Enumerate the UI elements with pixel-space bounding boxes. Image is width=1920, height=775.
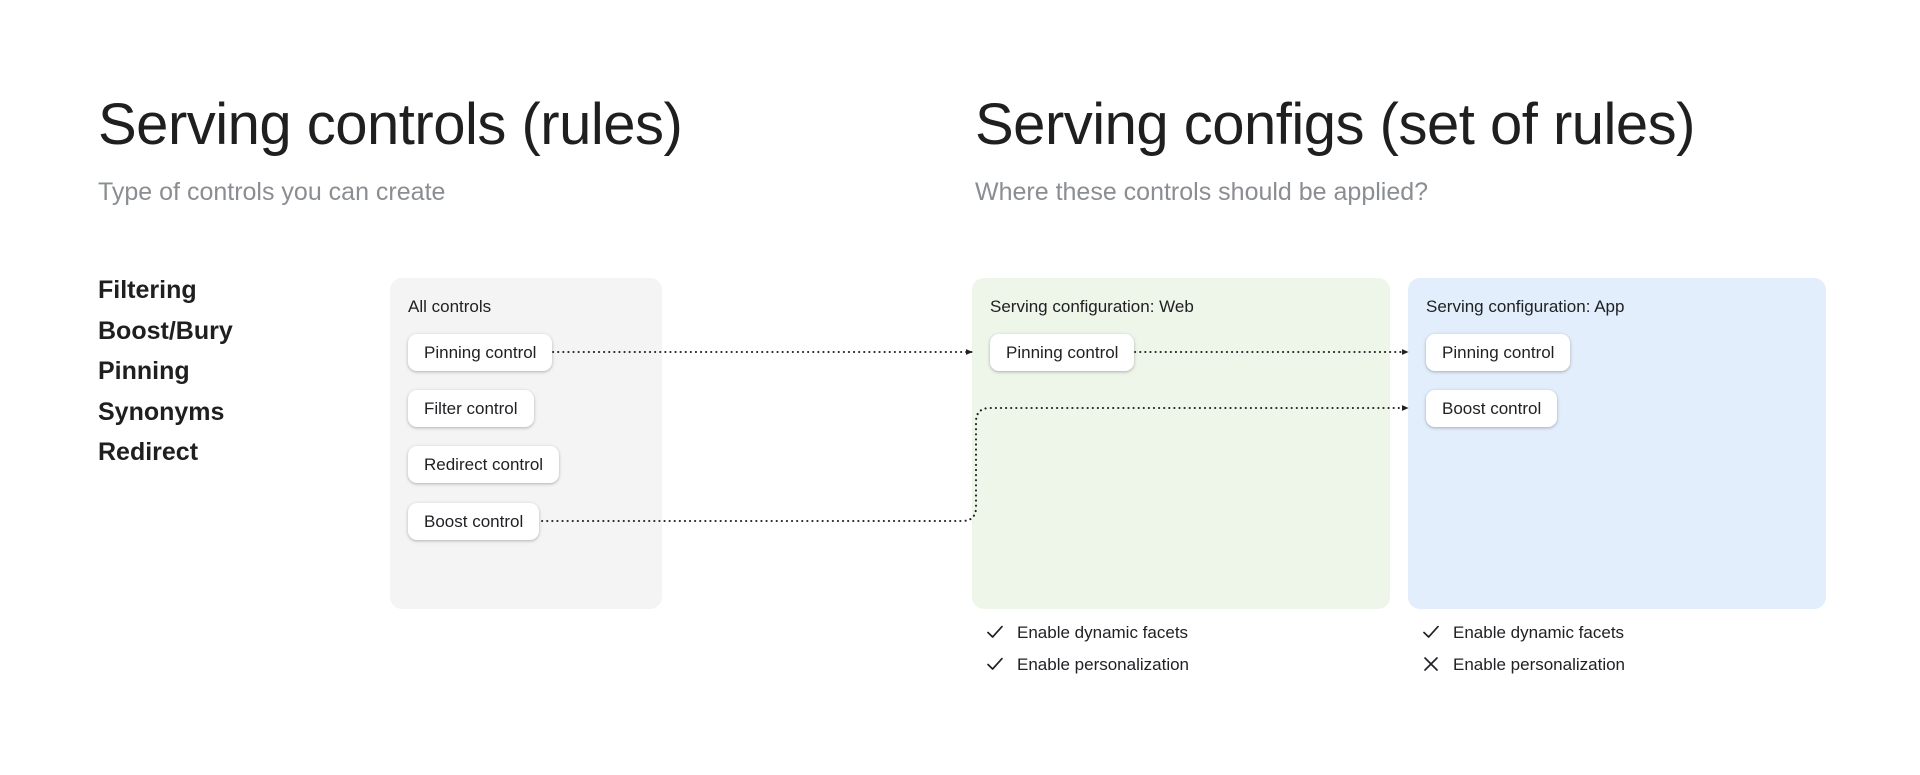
check-icon bbox=[985, 622, 1005, 642]
check-icon bbox=[985, 654, 1005, 674]
control-type-item: Boost/Bury bbox=[98, 316, 233, 345]
panel-all-controls: All controls bbox=[390, 278, 662, 609]
chip-web-pinning-control[interactable]: Pinning control bbox=[990, 334, 1135, 371]
control-type-list: Filtering Boost/Bury Pinning Synonyms Re… bbox=[98, 270, 358, 473]
panel-all-controls-label: All controls bbox=[408, 297, 492, 316]
chip-all-filter-control[interactable]: Filter control bbox=[408, 390, 534, 427]
panel-serving-config-web: Serving configuration: Web bbox=[972, 278, 1390, 609]
panel-serving-config-web-label: Serving configuration: Web bbox=[990, 297, 1194, 316]
close-icon bbox=[1421, 654, 1441, 674]
check-icon bbox=[1421, 622, 1441, 642]
option-row-app-dynamic-facets[interactable]: Enable dynamic facets bbox=[1421, 622, 1624, 642]
option-label: Enable personalization bbox=[1453, 654, 1626, 674]
panel-serving-config-app: Serving configuration: App bbox=[1408, 278, 1826, 609]
option-label: Enable dynamic facets bbox=[1017, 622, 1189, 642]
control-type-item: Redirect bbox=[98, 438, 199, 466]
option-label: Enable personalization bbox=[1017, 654, 1190, 674]
page-title-serving-controls: Serving controls (rules) bbox=[98, 92, 683, 157]
page-title-serving-configs: Serving configs (set of rules) bbox=[975, 92, 1695, 157]
control-type-item: Filtering bbox=[98, 276, 197, 304]
chip-all-pinning-control[interactable]: Pinning control bbox=[408, 334, 553, 371]
chip-all-boost-control[interactable]: Boost control bbox=[408, 503, 540, 540]
subtitle-serving-configs: Where these controls should be applied? bbox=[975, 178, 1429, 206]
chip-app-boost-control[interactable]: Boost control bbox=[1426, 390, 1558, 427]
option-label: Enable dynamic facets bbox=[1453, 622, 1625, 642]
option-row-web-dynamic-facets[interactable]: Enable dynamic facets bbox=[985, 622, 1188, 642]
control-type-item: Pinning bbox=[98, 357, 190, 385]
chip-app-pinning-control[interactable]: Pinning control bbox=[1426, 334, 1571, 371]
control-type-item: Synonyms bbox=[98, 397, 225, 426]
chip-all-redirect-control[interactable]: Redirect control bbox=[408, 446, 560, 483]
option-row-app-personalization[interactable]: Enable personalization bbox=[1421, 654, 1625, 674]
panel-serving-config-app-label: Serving configuration: App bbox=[1426, 297, 1625, 316]
option-row-web-personalization[interactable]: Enable personalization bbox=[985, 654, 1189, 674]
subtitle-serving-controls: Type of controls you can create bbox=[98, 178, 446, 206]
